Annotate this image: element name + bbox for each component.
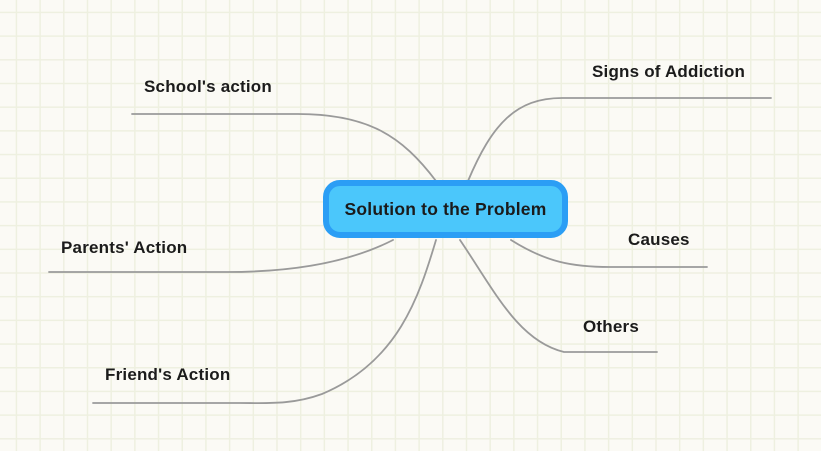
- branch-node-parents-action[interactable]: Parents' Action: [61, 238, 188, 257]
- root-node[interactable]: Solution to the Problem: [323, 180, 568, 238]
- branch-node-causes[interactable]: Causes: [628, 230, 690, 249]
- connector-signs-of-addiction: [467, 97, 772, 182]
- root-node-label: Solution to the Problem: [344, 198, 547, 219]
- connector-schools-action: [131, 113, 437, 182]
- branch-node-friends-action[interactable]: Friend's Action: [105, 365, 231, 384]
- branch-node-others[interactable]: Others: [583, 317, 639, 336]
- branch-node-signs-of-addiction[interactable]: Signs of Addiction: [592, 62, 746, 81]
- branch-node-schools-action[interactable]: School's action: [144, 77, 272, 96]
